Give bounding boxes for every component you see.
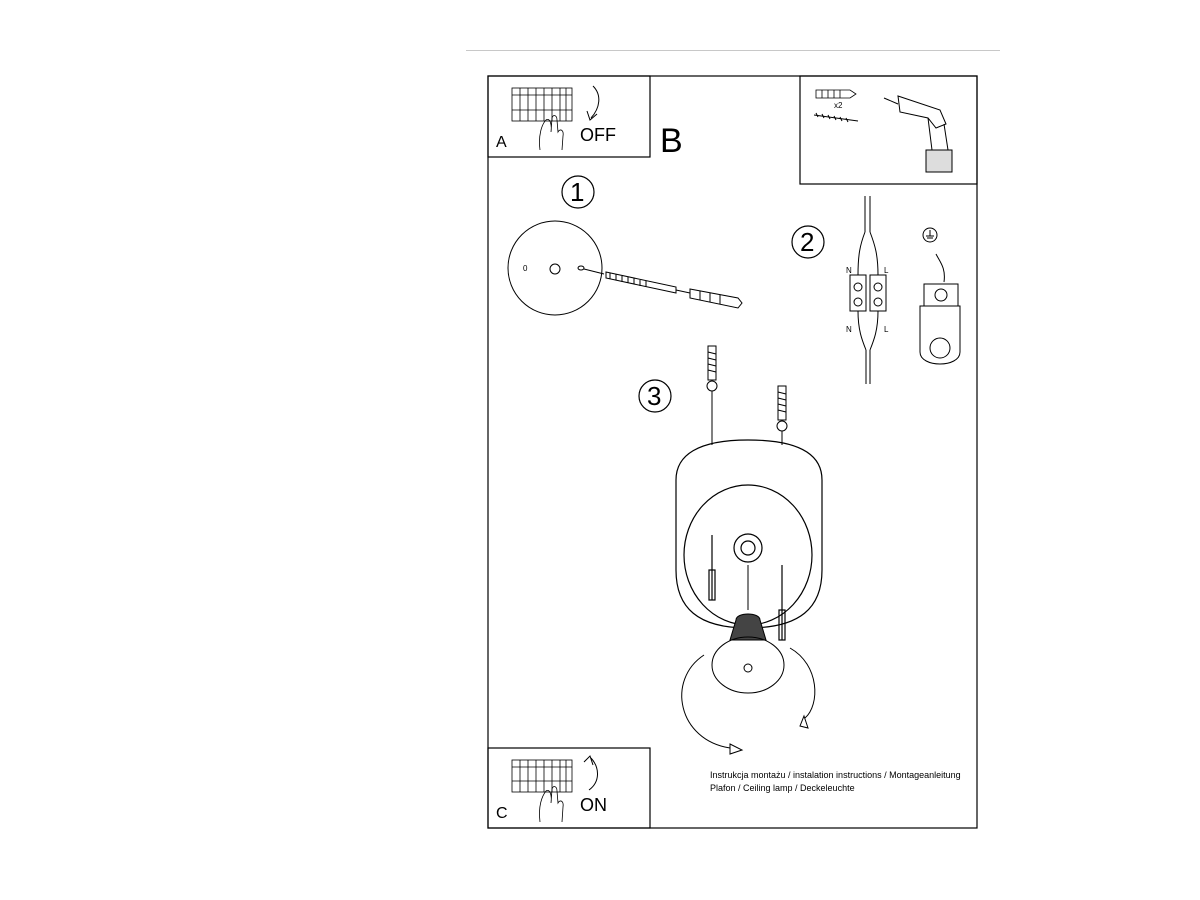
step1-hole-label: 0: [523, 264, 528, 273]
top-divider: [466, 50, 1000, 51]
terminal-block-icon: [849, 196, 887, 384]
step3-number: 3: [647, 381, 662, 411]
bulb-icon: [711, 565, 785, 694]
tools-box: [799, 75, 978, 185]
twist-arrow-icon: [681, 647, 816, 755]
step2-circle: [791, 225, 825, 259]
wire-n-bottom: N: [846, 325, 852, 334]
panel-a-box: [487, 75, 651, 158]
panel-c-letter: C: [496, 805, 508, 822]
panel-c-box: [487, 747, 651, 829]
step1-number: 1: [570, 177, 585, 207]
screw-icon: [813, 112, 859, 123]
tools-quantity: x2: [834, 101, 843, 110]
wire-n-top: N: [846, 266, 852, 275]
ground-terminal-icon: [919, 227, 961, 365]
step3-circle: [638, 379, 672, 413]
sheet-frame: [487, 75, 978, 829]
switch-off-arrow-icon: [586, 85, 600, 121]
drill-icon: [883, 95, 953, 173]
panel-a-letter: A: [496, 134, 507, 151]
wire-l-bottom: L: [884, 325, 889, 334]
wall-plug-icon: [815, 89, 857, 99]
step2-number: 2: [800, 227, 815, 257]
wire-l-top: L: [884, 266, 889, 275]
breaker-panel-icon-c: [511, 759, 573, 823]
lamp-housing-icon: [675, 439, 823, 641]
panel-a-state: OFF: [580, 125, 616, 145]
switch-on-arrow-icon: [583, 755, 598, 791]
panel-c-state: ON: [580, 795, 607, 815]
panel-b-letter: B: [660, 122, 683, 160]
mounting-template-icon: [507, 220, 743, 316]
step1-circle: [561, 175, 595, 209]
caption-line2: Plafon / Ceiling lamp / Deckeleuchte: [710, 783, 855, 793]
breaker-panel-icon: [511, 87, 573, 151]
ceiling-screws-icon: [706, 345, 788, 445]
caption-line1: Instrukcja montażu / instalation instruc…: [710, 770, 961, 780]
